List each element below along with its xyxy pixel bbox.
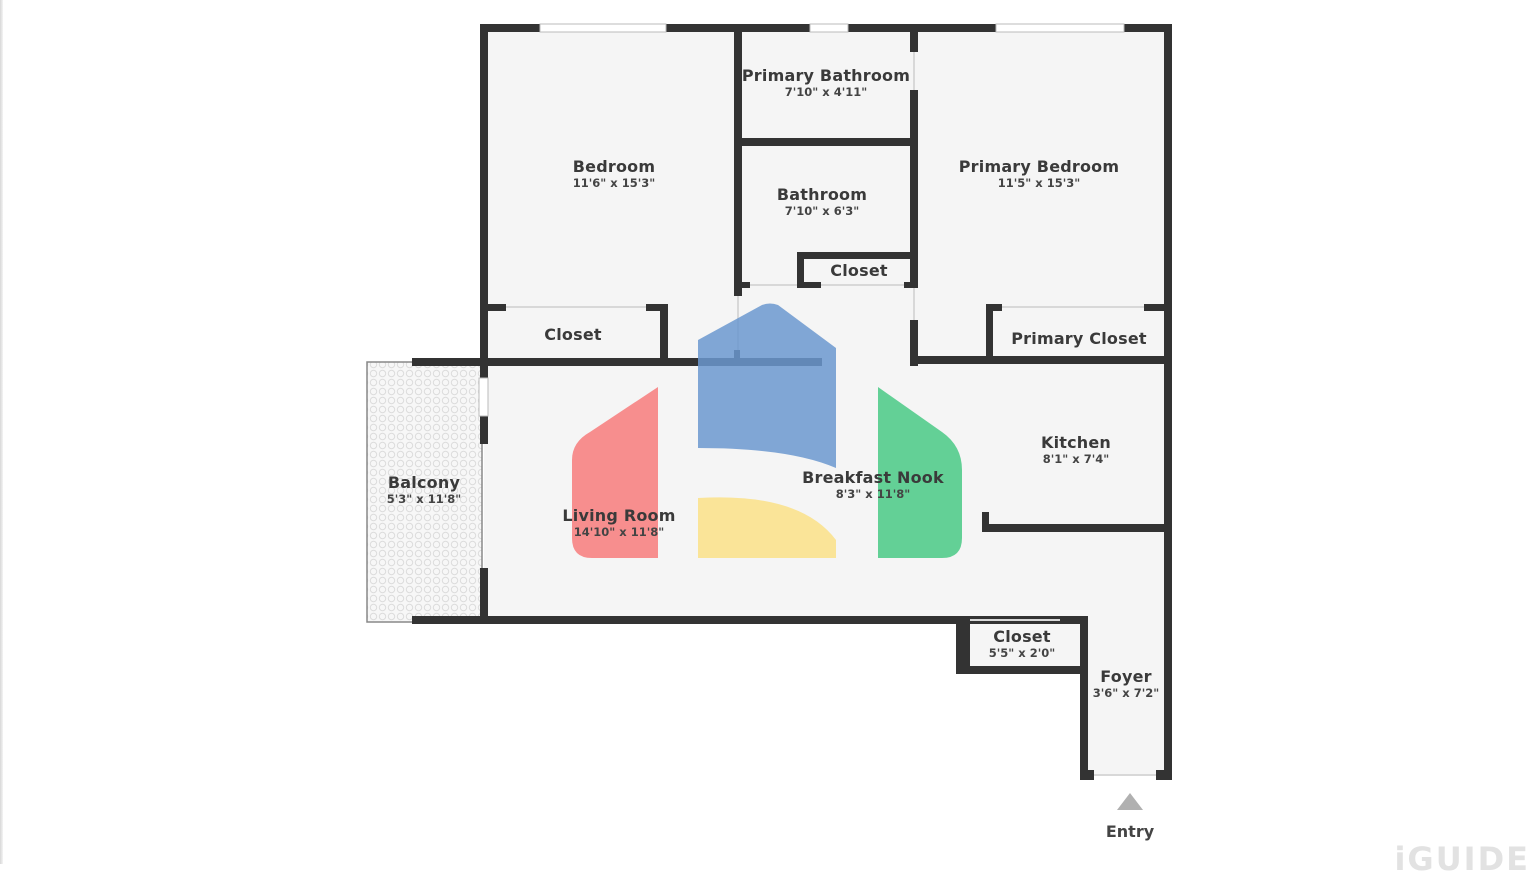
watermark-logo: iGUIDE xyxy=(1394,840,1530,878)
room-name: Bedroom xyxy=(572,157,656,176)
room-bathroom-closet: Closet xyxy=(830,261,887,280)
room-name: Primary Bedroom xyxy=(958,157,1120,176)
room-dimensions: 14'10" x 11'8" xyxy=(573,525,665,539)
room-dimensions: 3'6" x 7'2" xyxy=(1092,686,1160,700)
left-edge-shadow xyxy=(0,0,3,864)
room-dimensions: 5'5" x 2'0" xyxy=(988,646,1056,660)
room-name: Closet xyxy=(993,627,1051,646)
entry-arrow-icon xyxy=(1117,793,1143,810)
room-name: Bathroom xyxy=(776,185,868,204)
room-dimensions: 7'10" x 4'11" xyxy=(784,85,868,99)
room-primary-closet: Primary Closet xyxy=(1011,329,1147,348)
balcony-tiles xyxy=(366,361,483,623)
room-bathroom: Bathroom 7'10" x 6'3" xyxy=(777,185,867,218)
room-foyer: Foyer 3'6" x 7'2" xyxy=(1093,667,1159,700)
windows xyxy=(478,23,1125,417)
room-balcony: Balcony 5'3" x 11'8" xyxy=(387,473,461,506)
room-dimensions: 8'1" x 7'4" xyxy=(1042,452,1110,466)
room-dimensions: 7'10" x 6'3" xyxy=(784,204,860,218)
room-bedroom: Bedroom 11'6" x 15'3" xyxy=(573,157,655,190)
room-dimensions: 11'5" x 15'3" xyxy=(997,176,1081,190)
room-dimensions: 8'3" x 11'8" xyxy=(835,487,911,501)
room-name: Kitchen xyxy=(1040,433,1112,452)
room-dimensions: 11'6" x 15'3" xyxy=(572,176,656,190)
brand-logo-overlay xyxy=(572,303,962,558)
room-name: Primary Bathroom xyxy=(741,66,911,85)
room-breakfast-nook: Breakfast Nook 8'3" x 11'8" xyxy=(802,468,944,501)
room-name: Living Room xyxy=(562,506,676,525)
room-living-room: Living Room 14'10" x 11'8" xyxy=(562,506,675,539)
room-name: Primary Closet xyxy=(1011,329,1147,348)
room-primary-bathroom: Primary Bathroom 7'10" x 4'11" xyxy=(742,66,910,99)
entry-label: Entry xyxy=(1105,822,1155,841)
room-name: Breakfast Nook xyxy=(802,468,944,487)
room-name: Balcony xyxy=(387,473,461,492)
room-primary-bedroom: Primary Bedroom 11'5" x 15'3" xyxy=(959,157,1120,190)
room-foyer-closet: Closet 5'5" x 2'0" xyxy=(989,627,1055,660)
room-dimensions: 5'3" x 11'8" xyxy=(386,492,462,506)
room-name: Foyer xyxy=(1100,667,1152,686)
room-bedroom-closet: Closet xyxy=(544,325,601,344)
room-kitchen: Kitchen 8'1" x 7'4" xyxy=(1041,433,1111,466)
room-name: Closet xyxy=(830,261,888,280)
room-name: Closet xyxy=(544,325,602,344)
